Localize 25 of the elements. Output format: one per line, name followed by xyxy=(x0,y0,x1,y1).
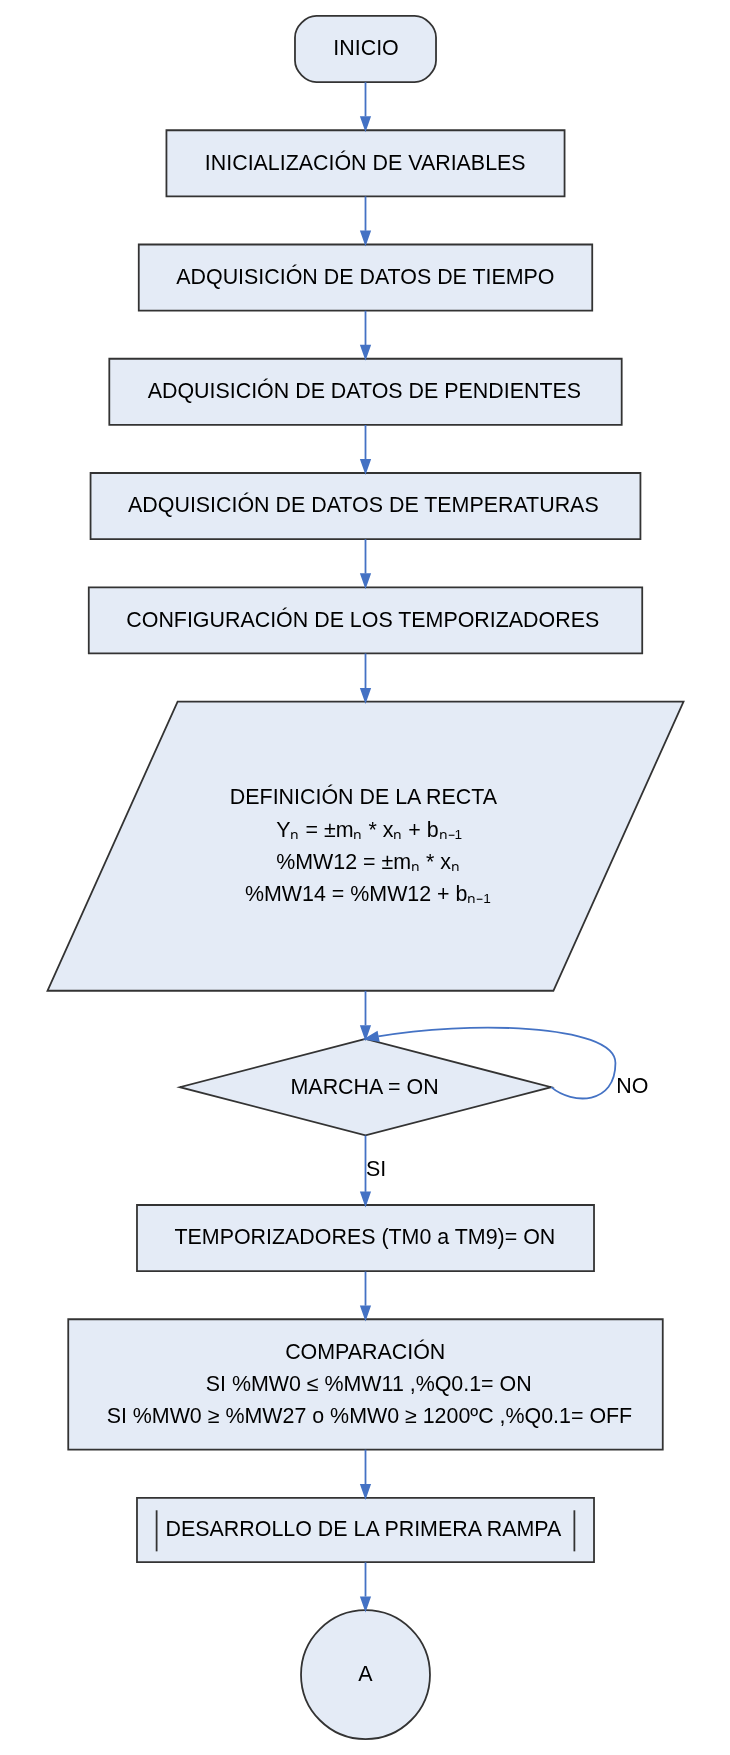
node-box: ADQUISICIÓN DE DATOS DE TEMPERATURAS xyxy=(89,472,641,540)
edge-label: SI xyxy=(365,1156,386,1181)
node-box: TEMPORIZADORES (TM0 a TM9)= ON xyxy=(135,1204,595,1272)
arrow xyxy=(362,1026,616,1100)
node-box: CONFIGURACIÓN DE LOS TEMPORIZADORES xyxy=(87,586,643,655)
arrow xyxy=(359,652,371,705)
arrow xyxy=(359,1134,371,1208)
node-box: COMPARACIÓN SI %MW0 ≤ %MW11 ,%Q0.1= ON SI %MW0 ≥ %MW27 o %MW0 ≥ 1200ºC ,%Q0.1= OFF xyxy=(66,1318,664,1451)
node-circle: A xyxy=(299,1609,431,1741)
arrow xyxy=(359,424,371,476)
node-box: DESARROLLO DE LA PRIMERA RAMPA xyxy=(135,1496,595,1563)
node-box: INICIALIZACIÓN DE VARIABLES xyxy=(165,129,565,198)
arrow xyxy=(359,81,371,133)
arrow xyxy=(359,1448,371,1500)
arrow xyxy=(359,538,371,590)
arrow xyxy=(359,1561,371,1613)
node-diamond: MARCHA = ON xyxy=(175,1038,555,1137)
edge-label: NO xyxy=(615,1073,648,1098)
arrow xyxy=(359,1270,371,1322)
arrow xyxy=(359,195,371,247)
arrow xyxy=(359,309,371,361)
node-box: ADQUISICIÓN DE DATOS DE PENDIENTES xyxy=(107,357,623,426)
node-box: ADQUISICIÓN DE DATOS DE TIEMPO xyxy=(137,243,593,312)
arrow xyxy=(359,989,371,1042)
node-box: INICIO xyxy=(293,15,437,83)
